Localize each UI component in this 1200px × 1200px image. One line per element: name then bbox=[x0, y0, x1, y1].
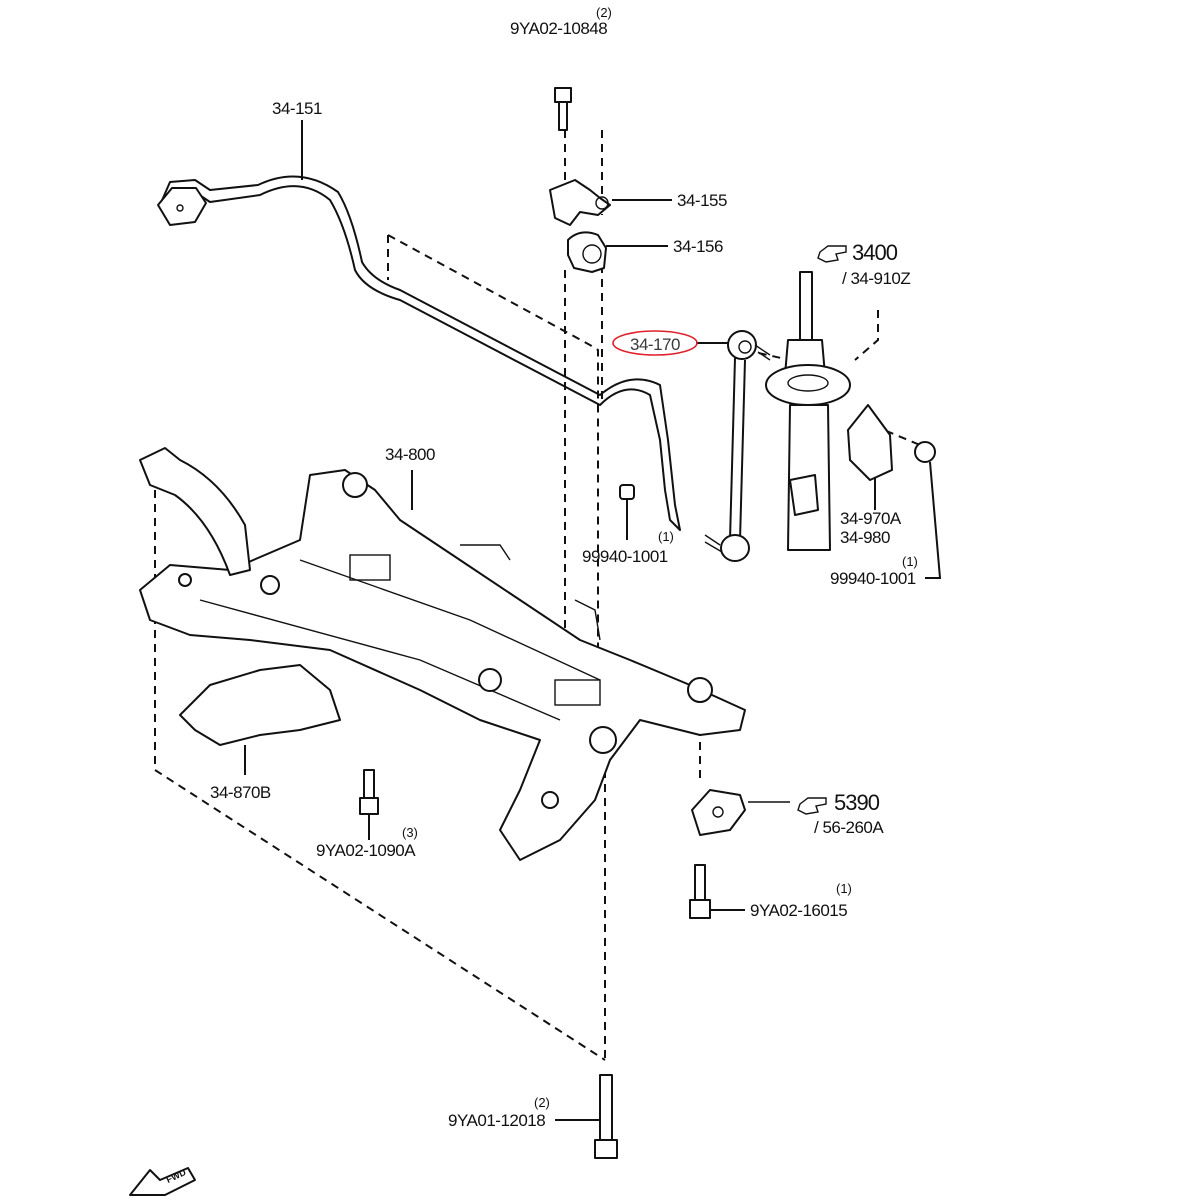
stabilizer-bushing[interactable] bbox=[567, 231, 607, 273]
bolt-right[interactable] bbox=[689, 864, 711, 919]
label-plate[interactable]: 34-870B bbox=[210, 783, 271, 802]
nut-strut[interactable] bbox=[914, 441, 936, 463]
label-strut-bracket-2[interactable]: 34-980 bbox=[840, 528, 890, 547]
label-strut-bracket[interactable]: 34-970A bbox=[840, 509, 901, 528]
qty-bolt-right: (1) bbox=[836, 881, 852, 896]
label-nut-strut[interactable]: 99940-1001 bbox=[830, 569, 916, 588]
pointing-hand-icon bbox=[797, 797, 827, 815]
nut-link[interactable] bbox=[619, 484, 635, 500]
label-knuckle-sub[interactable]: / 56-260A bbox=[814, 818, 884, 837]
label-bolt-left[interactable]: 9YA02-1090A bbox=[316, 841, 416, 860]
qty-bolt-bottom: (2) bbox=[534, 1095, 550, 1110]
bolt-top[interactable] bbox=[554, 87, 572, 131]
label-stabilizer-link[interactable]: 34-170 bbox=[630, 335, 680, 354]
forward-arrow-icon bbox=[129, 1167, 196, 1196]
label-bolt-bottom[interactable]: 9YA01-12018 bbox=[448, 1111, 546, 1130]
knuckle-bracket[interactable] bbox=[691, 789, 746, 836]
strut-assembly[interactable] bbox=[765, 271, 851, 551]
stabilizer-bracket[interactable] bbox=[549, 179, 611, 226]
bolt-bottom[interactable] bbox=[594, 1074, 618, 1159]
qty-bolt-top: (2) bbox=[596, 5, 612, 20]
qty-bolt-left: (3) bbox=[402, 825, 418, 840]
label-crossmember[interactable]: 34-800 bbox=[385, 445, 435, 464]
label-bolt-right[interactable]: 9YA02-16015 bbox=[750, 901, 848, 920]
qty-nut-link: (1) bbox=[658, 529, 674, 544]
label-bushing[interactable]: 34-156 bbox=[673, 237, 723, 256]
stabilizer-bar[interactable] bbox=[157, 175, 681, 531]
label-bracket[interactable]: 34-155 bbox=[677, 191, 727, 210]
label-strut-ref[interactable]: 3400 bbox=[852, 240, 898, 265]
front-crossmember[interactable] bbox=[139, 447, 746, 861]
strut-bracket[interactable] bbox=[847, 404, 893, 481]
bolt-left[interactable] bbox=[359, 769, 379, 815]
qty-nut-strut: (1) bbox=[902, 554, 918, 569]
pointing-hand-icon bbox=[817, 245, 847, 263]
label-nut-link[interactable]: 99940-1001 bbox=[582, 547, 668, 566]
label-stabilizer-bar[interactable]: 34-151 bbox=[272, 99, 322, 118]
under-plate[interactable] bbox=[179, 664, 341, 746]
highlight-ellipse bbox=[612, 330, 698, 356]
label-strut-sub[interactable]: / 34-910Z bbox=[842, 269, 911, 288]
label-bolt-top[interactable]: 9YA02-10848 bbox=[510, 19, 608, 38]
stabilizer-link[interactable] bbox=[704, 330, 771, 562]
label-knuckle-ref[interactable]: 5390 bbox=[834, 790, 880, 815]
